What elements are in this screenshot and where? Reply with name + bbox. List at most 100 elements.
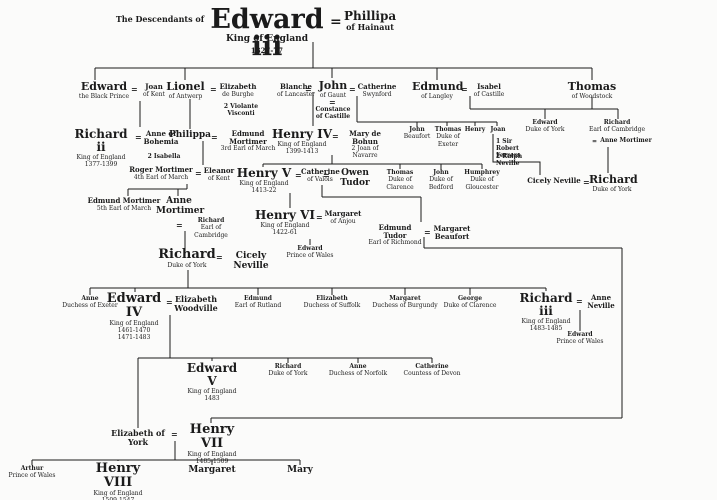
person-name: Joan	[145, 82, 163, 91]
person-name: Catherine	[301, 167, 340, 176]
person-name: Anne Mortimer	[600, 137, 652, 144]
person-subtitle: King of England 1377-1399	[76, 153, 126, 169]
marriage-symbol: =	[424, 227, 431, 237]
person-blanche-of-lancaster: Blanche of Lancaster	[276, 83, 316, 98]
person-name: Joan	[490, 126, 506, 133]
person-edmund-mortimer-3rd: Edmund Mortimer 3rd Earl of March	[216, 130, 280, 152]
person-subtitle: Duke of York	[525, 126, 565, 134]
person-name: Mary	[287, 465, 313, 475]
person-roger-mortimer: Roger Mortimer 4th Earl of March	[128, 166, 194, 181]
person-name: Anne of Bohemia	[143, 129, 179, 146]
person-subtitle: of Anjou	[330, 217, 356, 225]
person-subtitle: de Burghe	[222, 90, 254, 98]
person-name: Philippa	[169, 130, 211, 140]
person-name: Richard	[274, 363, 302, 370]
person-name: Edmund Tudor	[378, 223, 412, 240]
person-name: Margaret	[188, 465, 236, 475]
person-anne-neville: Anne Neville	[583, 294, 619, 309]
person-name: Henry V	[236, 166, 292, 180]
person-subtitle: Prince of Wales	[286, 252, 334, 260]
person-richard-duke-of-york-prince: Richard Duke of York	[261, 363, 315, 378]
title-subtitle: King of England	[221, 34, 313, 45]
person-subtitle: Duke of Gloucester	[465, 176, 499, 191]
person-lionel-of-antwerp: Lionel of Antwerp	[158, 81, 213, 100]
person-subtitle: Duchess of Suffolk	[303, 302, 361, 310]
person-subtitle: Earl of Cambridge	[194, 224, 228, 239]
person-name: Edmund Mortimer	[87, 196, 161, 205]
person-subtitle: the Black Prince	[78, 92, 130, 100]
person-name: Arthur	[20, 465, 44, 472]
person-henry-vii: Henry VII King of England 1485-1509	[180, 422, 244, 465]
person-henry-viii: Henry VIII King of England 1509-1547	[84, 461, 152, 500]
person-philippa: Philippa	[168, 130, 212, 141]
person-isabella: 2 Isabella	[146, 153, 182, 160]
person-name: Humphrey	[464, 169, 500, 176]
person-subtitle: of Castille	[473, 90, 505, 98]
person-henry-v: Henry V King of England 1413-22	[234, 166, 294, 195]
person-name: Edward	[297, 245, 323, 252]
title-prefix: The Descendants of	[114, 15, 206, 24]
person-subtitle: Duke of York	[268, 370, 308, 378]
title-years: 1327-77	[236, 47, 298, 55]
person-name: Margaret	[389, 295, 421, 302]
person-margaret-duchess-of-burgundy: Margaret Duchess of Burgundy	[369, 295, 441, 310]
person-thomas-duke-of-clarence: Thomas Duke of Clarence	[376, 169, 424, 191]
person-catherine-countess-of-devon: Catherine Countess of Devon	[399, 363, 465, 378]
person-subtitle: Duchess of Exeter	[62, 302, 118, 310]
person-subtitle: Prince of Wales	[8, 472, 56, 480]
person-john-of-gaunt: John of Gaunt	[314, 80, 352, 99]
person-subtitle: of Hainaut	[346, 21, 394, 32]
person-richard-duke-of-york: Richard Duke of York	[589, 174, 638, 193]
person-george-duke-of-clarence: George Duke of Clarence	[439, 295, 501, 310]
marriage-symbol: =	[135, 132, 142, 142]
person-subtitle: of Kent	[208, 174, 230, 182]
person-name: Edmund	[412, 80, 464, 93]
person-subtitle: Prince of Wales	[556, 338, 604, 346]
person-catherine-of-valois: Catherine of Valois	[301, 167, 340, 183]
person-subtitle: Duke of York	[167, 262, 207, 270]
person-anne-mortimer: Anne Mortimer	[599, 137, 653, 144]
person-name: Mary de Bohun	[349, 129, 381, 146]
person-name: John	[409, 126, 425, 133]
person-subtitle: 2 Ralph Neville	[496, 153, 523, 168]
person-arthur-prince-of-wales: Arthur Prince of Wales	[4, 465, 60, 480]
person-subtitle: 2 Violante Visconti	[223, 103, 259, 118]
marriage-symbol: =	[195, 168, 202, 178]
person-name: Richard	[197, 217, 225, 224]
person-john-duke-of-bedford: John Duke of Bedford	[417, 169, 465, 191]
person-anne-mortimer-left: Anne Mortimer	[156, 196, 204, 216]
person-margaret-beaufort: Margaret Beaufort	[430, 225, 474, 240]
person-subtitle: King of England 1461-1470 1471-1483	[109, 320, 159, 342]
person-name: Isabel	[477, 82, 501, 91]
person-edward-v: Edward V King of England 1483	[182, 362, 242, 403]
person-name: Cicely Neville	[527, 176, 581, 185]
person-richard-earl-of-cambridge-left: Richard Earl of Cambridge	[184, 217, 238, 239]
person-name: Elizabeth Woodville	[174, 294, 218, 313]
person-name: Edward	[80, 80, 128, 93]
person-name: Edward iii	[210, 4, 324, 62]
title-person-edward-iii: Edward iii	[203, 6, 331, 60]
marriage-symbol: =	[211, 132, 218, 142]
marriage-symbol: =	[171, 429, 178, 439]
person-name: Catherine	[415, 363, 449, 370]
person-subtitle: Duke of Bedford	[428, 176, 454, 191]
person-name: Edward	[567, 331, 593, 338]
marriage-symbol: =	[576, 296, 583, 306]
marriage-symbol: =	[305, 84, 312, 94]
person-name: Roger Mortimer	[129, 165, 193, 174]
person-edmund-earl-of-rutland: Edmund Earl of Rutland	[227, 295, 289, 310]
person-margaret-tudor: Margaret	[186, 465, 238, 476]
person-henry-beaufort: Henry	[462, 126, 488, 133]
person-mary-tudor: Mary	[276, 465, 324, 476]
person-subtitle: Earl of Richmond	[368, 239, 422, 247]
marriage-symbol: =	[166, 297, 173, 307]
person-edward-prince-of-wales-york: Edward Prince of Wales	[552, 331, 608, 346]
person-name: Henry VII	[189, 422, 235, 452]
person-edward-duke-of-york: Edward Duke of York	[520, 119, 570, 134]
person-phillipa-of-hainaut: Phillipa of Hainaut	[344, 10, 396, 32]
person-subtitle: King of England 1483-1485	[521, 317, 571, 333]
person-elizabeth-duchess-of-suffolk: Elizabeth Duchess of Suffolk	[299, 295, 365, 310]
person-name: Anne	[349, 363, 367, 370]
person-constance-of-castille: Constance of Castille	[312, 106, 354, 120]
person-john-beaufort: John Beaufort	[400, 126, 434, 141]
